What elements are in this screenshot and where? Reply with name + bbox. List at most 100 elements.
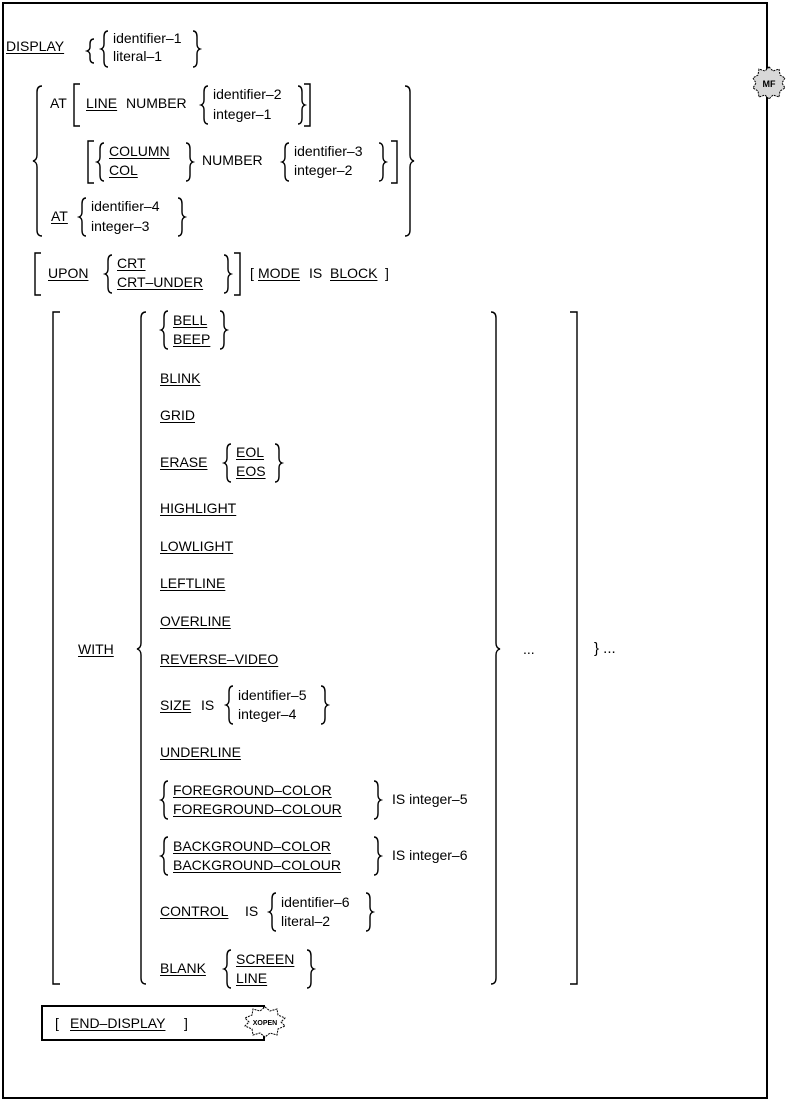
brace-at4-close <box>177 197 188 237</box>
xopen-badge: XOPEN <box>244 1006 286 1038</box>
keyword-line: LINE <box>86 95 118 111</box>
brace-line-open <box>198 85 209 125</box>
keyword-is-control: IS <box>245 903 259 919</box>
operand-identifier-5: identifier–5 <box>238 687 307 703</box>
keyword-is-size: IS <box>201 697 215 713</box>
mf-badge: MF <box>752 66 786 100</box>
keyword-leftline: LEFTLINE <box>160 575 226 591</box>
keyword-number-line: NUMBER <box>126 95 187 111</box>
keyword-foreground-colour: FOREGROUND–COLOUR <box>173 801 342 817</box>
keyword-bell: BELL <box>173 312 208 328</box>
ellipsis-inner: ... <box>523 641 535 657</box>
keyword-blink: BLINK <box>160 370 201 386</box>
xopen-badge-label: XOPEN <box>253 1020 278 1027</box>
brace-column-open <box>94 142 105 182</box>
bracket-with-open <box>52 311 60 985</box>
brace-background-close <box>373 836 384 876</box>
operand-is-integer-5: IS integer–5 <box>392 791 468 807</box>
keyword-with: WITH <box>78 641 114 657</box>
bracket-upon-close <box>234 252 241 296</box>
keyword-background-color: BACKGROUND–COLOR <box>173 838 331 854</box>
brace-control-close <box>365 892 376 932</box>
keyword-screen: SCREEN <box>236 951 295 967</box>
keyword-lowlight: LOWLIGHT <box>160 538 234 554</box>
keyword-end-display: END–DISPLAY <box>70 1015 166 1031</box>
keyword-size: SIZE <box>160 697 192 713</box>
keyword-mode: MODE <box>258 265 300 281</box>
keyword-block: BLOCK <box>330 265 378 281</box>
brace-foreground-close <box>373 780 384 820</box>
operand-identifier-2: identifier–2 <box>213 86 282 102</box>
keyword-underline: UNDERLINE <box>160 744 241 760</box>
brace-with-close <box>490 311 501 985</box>
keyword-reverse-video: REVERSE–VIDEO <box>160 651 279 667</box>
bracket-with-close <box>570 311 578 985</box>
bracket-line-close <box>304 83 311 127</box>
bracket-column-close <box>391 140 398 184</box>
brace-at-options-close <box>404 85 415 237</box>
operand-integer-4: integer–4 <box>238 706 297 722</box>
brace-erase-open <box>221 443 232 483</box>
keyword-line-blank: LINE <box>236 970 268 986</box>
bracket-upon-open <box>34 252 41 296</box>
operand-literal-1: literal–1 <box>113 48 163 64</box>
bracket-mode-open: [ <box>250 265 254 281</box>
ellipsis-outer: } ... <box>594 640 616 657</box>
bracket-line-open <box>73 83 80 127</box>
brace-background-open <box>158 836 169 876</box>
keyword-beep: BEEP <box>173 331 211 347</box>
brace-blank-open <box>221 949 232 989</box>
keyword-eos: EOS <box>236 463 266 479</box>
keyword-background-colour: BACKGROUND–COLOUR <box>173 857 342 873</box>
operand-identifier-1: identifier–1 <box>113 30 182 46</box>
keyword-number-column: NUMBER <box>202 152 263 168</box>
keyword-is-mode: IS <box>309 265 323 281</box>
keyword-at-2: AT <box>51 208 68 224</box>
brace-display-close <box>192 30 203 68</box>
brace-col-ident-open <box>279 142 290 182</box>
bracket-mode-close: ] <box>385 265 389 281</box>
bracket-end-open: [ <box>55 1015 59 1031</box>
keyword-eol: EOL <box>236 444 265 460</box>
operand-identifier-3: identifier–3 <box>294 143 363 159</box>
keyword-blank: BLANK <box>160 960 206 976</box>
brace-col-ident-close <box>378 142 389 182</box>
keyword-col: COL <box>109 162 138 178</box>
keyword-display: DISPLAY <box>6 38 65 54</box>
keyword-at: AT <box>50 95 67 111</box>
brace-size-close <box>320 685 331 725</box>
keyword-crt-under: CRT–UNDER <box>117 274 204 290</box>
brace-line-close <box>297 85 308 125</box>
brace-column-close <box>185 142 196 182</box>
operand-identifier-6: identifier–6 <box>281 894 350 910</box>
brace-bell-close <box>219 310 230 350</box>
keyword-column: COLUMN <box>109 143 170 159</box>
brace-display-outer-open <box>84 38 95 64</box>
brace-at-options-open <box>32 85 43 237</box>
brace-blank-close <box>306 949 317 989</box>
operand-literal-2: literal–2 <box>281 913 331 929</box>
brace-upon-open <box>102 254 113 294</box>
mf-badge-label: MF <box>763 79 776 89</box>
keyword-crt: CRT <box>117 255 146 271</box>
syntax-frame <box>2 2 768 1099</box>
operand-identifier-4: identifier–4 <box>91 198 160 214</box>
keyword-upon: UPON <box>48 265 89 281</box>
bracket-column-open <box>87 140 94 184</box>
operand-is-integer-6: IS integer–6 <box>392 847 468 863</box>
brace-foreground-open <box>158 780 169 820</box>
keyword-erase: ERASE <box>160 454 208 470</box>
brace-size-open <box>223 685 234 725</box>
keyword-highlight: HIGHLIGHT <box>160 500 237 516</box>
brace-erase-close <box>274 443 285 483</box>
keyword-overline: OVERLINE <box>160 613 231 629</box>
keyword-control: CONTROL <box>160 903 229 919</box>
operand-integer-1: integer–1 <box>213 106 272 122</box>
operand-integer-2: integer–2 <box>294 162 353 178</box>
keyword-foreground-color: FOREGROUND–COLOR <box>173 782 332 798</box>
brace-control-open <box>266 892 277 932</box>
brace-display-open <box>98 30 109 68</box>
keyword-grid: GRID <box>160 407 195 423</box>
brace-with-open <box>136 311 147 985</box>
